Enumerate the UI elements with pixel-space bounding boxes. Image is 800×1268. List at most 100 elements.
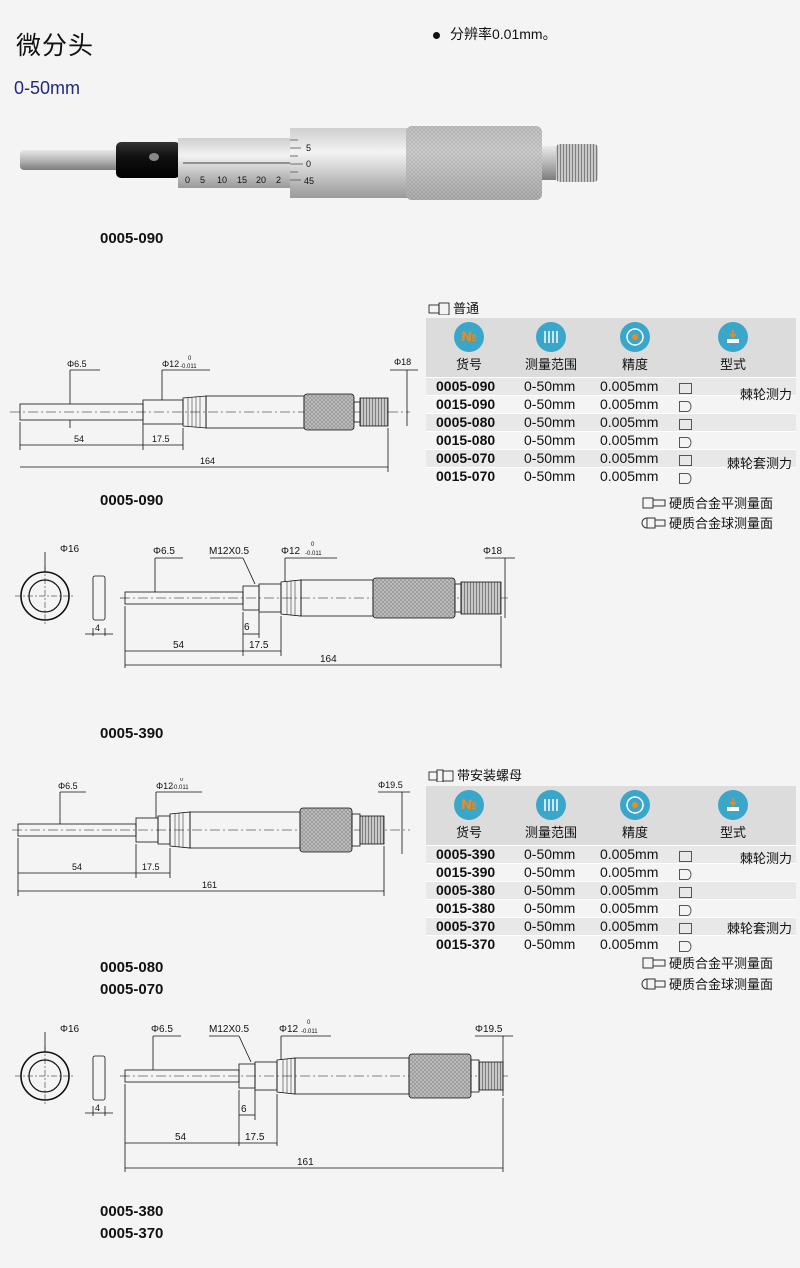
svg-text:161: 161 <box>202 880 217 890</box>
svg-text:0: 0 <box>306 159 311 169</box>
svg-text:15: 15 <box>237 175 247 185</box>
type-ratchet: 棘轮测力 <box>739 388 792 403</box>
svg-text:0: 0 <box>180 778 184 783</box>
thimble-scale: 5 0 45 <box>304 143 314 186</box>
svg-text:-0.011: -0.011 <box>301 1029 318 1035</box>
col-header-range: 测量范围 <box>518 790 584 841</box>
diagram4-caption-2: 0005-370 <box>100 1225 164 1242</box>
svg-text:5: 5 <box>200 175 205 185</box>
flat-tip-icon <box>679 849 692 862</box>
type-ratchet-sleeve: 棘轮套测力 <box>726 922 792 937</box>
ball-tip-icon <box>679 471 692 484</box>
svg-text:Φ6.5: Φ6.5 <box>58 781 78 791</box>
range-icon <box>536 790 566 820</box>
standard-head-icon <box>428 302 450 315</box>
micrometer-photo: 0 5 10 15 20 2 5 0 45 <box>20 126 598 200</box>
target-icon <box>620 790 650 820</box>
svg-text:17.5: 17.5 <box>245 1132 265 1143</box>
svg-text:-0.011: -0.011 <box>305 551 322 557</box>
svg-text:Φ16: Φ16 <box>60 1024 80 1035</box>
diagram-0005-080: Φ6.5 Φ12 0 -0.011 Φ19.5 54 17.5 161 <box>12 778 410 896</box>
legend-ball: 硬质合金球测量面 <box>641 974 773 993</box>
flat-face-icon <box>642 497 666 508</box>
svg-text:6: 6 <box>241 1104 247 1115</box>
svg-text:Φ12: Φ12 <box>281 546 301 557</box>
svg-text:M12X0.5: M12X0.5 <box>209 546 249 557</box>
svg-text:Φ12: Φ12 <box>162 359 179 369</box>
flat-tip-icon <box>679 885 692 898</box>
type-ratchet: 棘轮测力 <box>739 852 792 867</box>
diagram2-caption: 0005-390 <box>100 725 164 742</box>
svg-text:Φ12: Φ12 <box>279 1024 299 1035</box>
svg-text:0: 0 <box>188 356 192 362</box>
table1-label: 普通 <box>427 298 479 317</box>
nut-head-icon <box>428 769 454 782</box>
svg-text:6: 6 <box>244 622 250 633</box>
range-subtitle: 0-50mm <box>14 78 81 98</box>
type-ratchet-sleeve: 棘轮套测力 <box>726 457 792 472</box>
flat-tip-icon <box>679 453 692 466</box>
col-header-range: 测量范围 <box>518 322 584 373</box>
svg-text:M12X0.5: M12X0.5 <box>209 1024 249 1035</box>
table1-header: № 货号 测量范围 精度 型式 <box>426 318 796 377</box>
diagram-0005-390: Φ16 4 Φ6.5 M12X0.5 Φ12 0 -0.011 Φ18 6 54… <box>15 542 515 668</box>
svg-text:-0.011: -0.011 <box>172 785 189 791</box>
ball-tip-icon <box>679 399 692 412</box>
ball-tip-icon <box>679 867 692 880</box>
sleeve-scale: 0 5 10 15 20 2 <box>185 175 281 185</box>
svg-text:54: 54 <box>72 862 82 872</box>
diagram-0005-090: Φ6.5 Φ12 0 -0.011 Φ18 54 17.5 164 <box>10 356 418 472</box>
svg-text:2: 2 <box>276 175 281 185</box>
svg-text:161: 161 <box>297 1157 314 1168</box>
ball-face-icon <box>641 978 666 989</box>
svg-text:Φ6.5: Φ6.5 <box>151 1024 173 1035</box>
col-header-type: 型式 <box>708 790 758 841</box>
diagram3-caption-2: 0005-070 <box>100 981 164 998</box>
table2-label: 带安装螺母 <box>427 765 522 784</box>
flat-tip-icon <box>679 417 692 430</box>
legend-flat: 硬质合金平测量面 <box>641 493 773 512</box>
svg-text:0: 0 <box>307 1020 311 1026</box>
flat-face-icon <box>642 957 666 968</box>
ball-tip-icon <box>679 939 692 952</box>
svg-text:17.5: 17.5 <box>142 862 160 872</box>
bullet-icon <box>433 31 440 39</box>
svg-text:5: 5 <box>306 143 311 153</box>
svg-text:4: 4 <box>95 1103 100 1113</box>
diagram4-caption-1: 0005-380 <box>100 1203 164 1220</box>
col-header-number: № 货号 <box>444 790 494 841</box>
svg-text:Φ18: Φ18 <box>394 357 411 367</box>
svg-text:Φ16: Φ16 <box>60 544 80 555</box>
number-icon: № <box>454 322 484 352</box>
svg-text:17.5: 17.5 <box>152 434 170 444</box>
col-header-number: № 货号 <box>444 322 494 373</box>
svg-text:54: 54 <box>173 640 185 651</box>
svg-text:45: 45 <box>304 176 314 186</box>
svg-text:-0.011: -0.011 <box>180 364 197 370</box>
resolution-note: 分辨率0.01mm。 <box>433 24 557 44</box>
svg-text:4: 4 <box>95 623 100 633</box>
col-header-precision: 精度 <box>610 790 660 841</box>
resolution-text: 分辨率0.01mm。 <box>450 26 557 42</box>
page-title: 微分头 <box>16 31 95 60</box>
diagram3-caption-1: 0005-080 <box>100 959 164 976</box>
svg-text:Φ18: Φ18 <box>483 546 503 557</box>
svg-text:20: 20 <box>256 175 266 185</box>
ball-tip-icon <box>679 903 692 916</box>
svg-text:10: 10 <box>217 175 227 185</box>
svg-text:54: 54 <box>74 434 84 444</box>
legend-ball: 硬质合金球测量面 <box>641 513 773 532</box>
col-header-type: 型式 <box>708 322 758 373</box>
target-icon <box>620 322 650 352</box>
